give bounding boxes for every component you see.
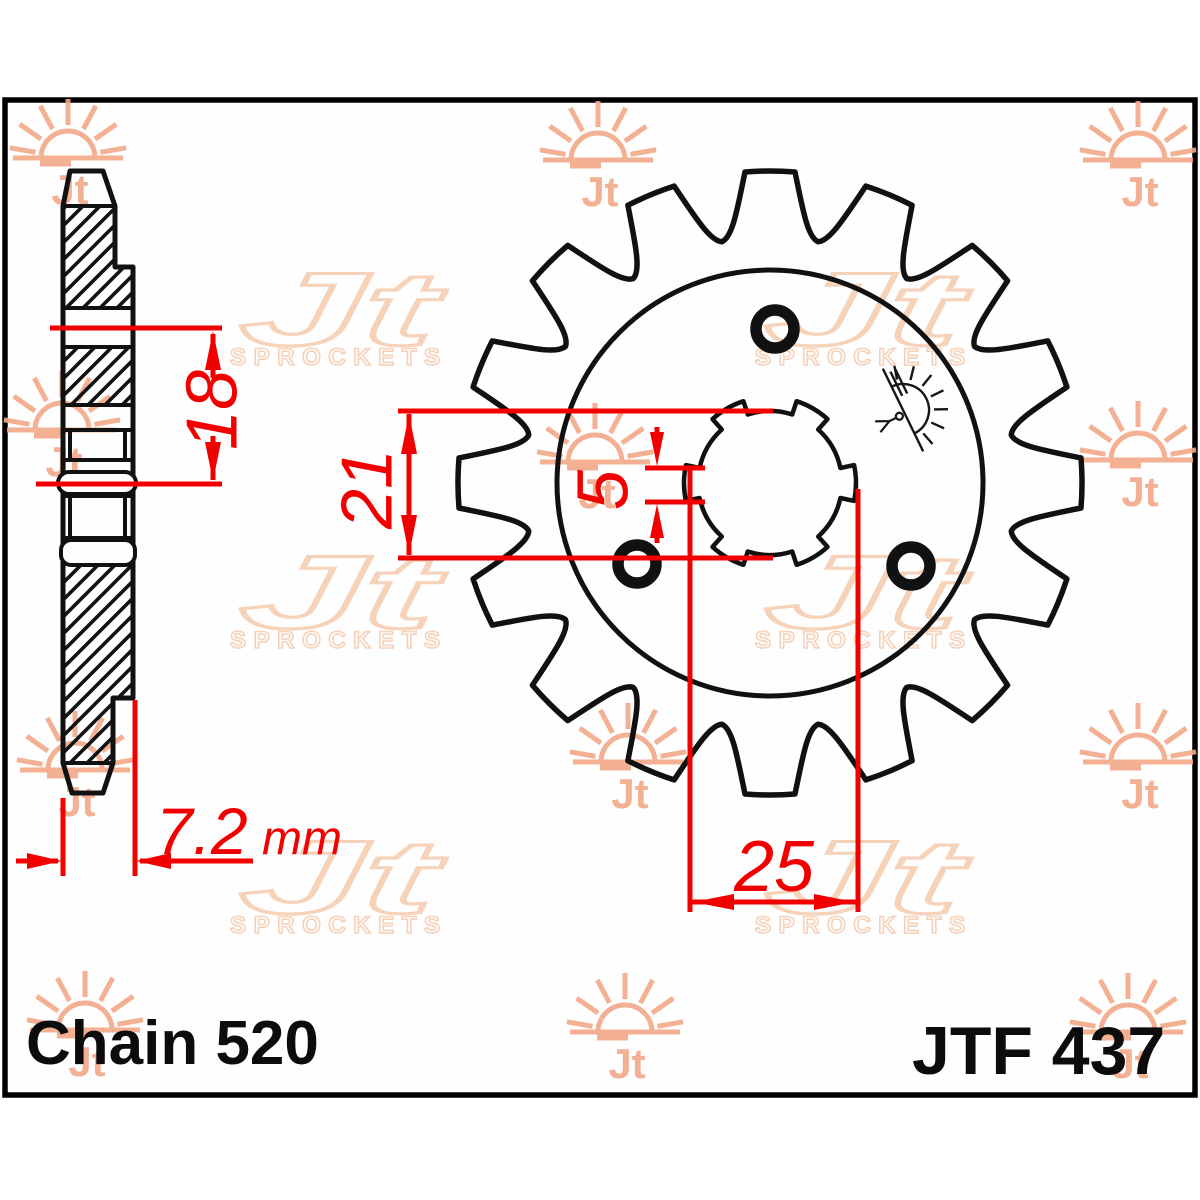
- watermark-jt-glyph: Jt: [68, 1038, 105, 1085]
- watermark-brand-glyphs: Jt: [760, 820, 976, 936]
- watermark-jt-glyph: Jt: [608, 1040, 645, 1087]
- sprocket-face-circle: [554, 267, 986, 699]
- chain-size-label: Chain 520: [26, 1009, 319, 1078]
- side-hub-band: [59, 538, 137, 567]
- watermark-jt-glyph: Jt: [1111, 1040, 1148, 1087]
- sprocket-front-view: [455, 168, 1085, 798]
- watermark-sun-icon: Jt: [1079, 101, 1197, 215]
- dimension-annotations: 18 21 5 25: [16, 325, 861, 912]
- dimension-5: 5: [563, 427, 705, 543]
- bolt-hole-right: [886, 541, 936, 591]
- watermark-jt-glyph: Jt: [1121, 168, 1158, 215]
- dim-5-label: 5: [563, 469, 643, 510]
- watermark-brand-glyphs: Jt: [235, 820, 451, 936]
- watermark-jt-glyph: Jt: [611, 770, 648, 817]
- watermark-sun-icon: Jt: [1079, 401, 1197, 515]
- dim-7-2-label: 7.2: [156, 794, 248, 868]
- dim-18-label: 18: [172, 370, 252, 450]
- bolt-hole-left: [612, 539, 662, 589]
- watermark-sun-icon: Jt: [1079, 703, 1197, 817]
- watermark-sun-icon: Jt: [539, 101, 657, 215]
- dimension-25: 25: [687, 467, 861, 912]
- watermark-sun-icon: Jt: [566, 973, 684, 1087]
- dim-unit-label: mm: [262, 812, 342, 865]
- watermark-brand-glyphs: Jt: [235, 535, 451, 651]
- part-number-label: JTF 437: [912, 1013, 1165, 1089]
- watermark-sprockets-text: SPROCKETS: [230, 912, 440, 939]
- sprocket-teeth-outline: [455, 168, 1085, 798]
- watermark-sprockets-text: SPROCKETS: [230, 627, 440, 654]
- dimension-7-2-mm: 7.2 mm: [16, 700, 342, 876]
- dimension-18: 18: [36, 325, 252, 487]
- watermark-jt-glyph: Jt: [1121, 770, 1158, 817]
- watermark-sprockets-text: SPROCKETS: [230, 344, 440, 371]
- watermark-sun-icon: Jt: [569, 703, 687, 817]
- watermark-sprockets-text: SPROCKETS: [755, 912, 965, 939]
- watermark-jt-glyph: Jt: [578, 470, 615, 517]
- watermark-sun-icon: Jt: [536, 403, 654, 517]
- stamped-sun-logo: [875, 365, 949, 452]
- bolt-holes: [612, 304, 936, 591]
- watermark-jt-glyph: Jt: [581, 168, 618, 215]
- watermark-jt-glyph: Jt: [1121, 468, 1158, 515]
- watermark-sun-icon: Jt: [26, 971, 144, 1085]
- watermark-brand-glyphs: Jt: [235, 252, 451, 368]
- watermark-sun-icon: Jt: [1069, 973, 1187, 1087]
- dim-21-label: 21: [327, 449, 407, 530]
- dimension-21: 21: [327, 408, 773, 561]
- bolt-hole-top: [750, 304, 800, 354]
- drawing-border: [2, 97, 1198, 1098]
- watermark-sun-icon: Jt: [9, 99, 127, 213]
- dim-25-label: 25: [733, 827, 815, 907]
